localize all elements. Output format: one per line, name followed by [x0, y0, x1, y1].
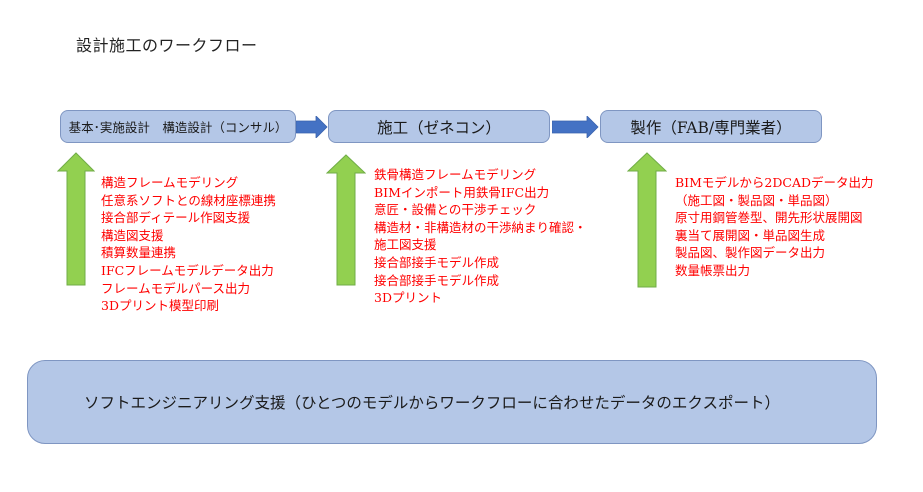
stage-box-design: 基本･実施設計 構造設計（コンサル）: [60, 110, 296, 143]
task-item: 3Dプリント模型印刷: [101, 298, 219, 314]
task-item: 構造図支援: [101, 227, 164, 243]
task-list-fabrication: BIMモデルから2DCADデータ出力 （施工図・製品図・単品図） 原寸用鋼管巻型…: [675, 174, 874, 280]
task-item: フレームモデルパース出力: [101, 280, 251, 296]
software-support-label: ソフトエンジニアリング支援（ひとつのモデルからワークフローに合わせたデータのエク…: [84, 394, 780, 412]
task-item: 鉄骨構造フレームモデリング: [374, 167, 537, 182]
task-item: 施工図支援: [374, 237, 437, 253]
right-arrow-icon: [296, 116, 328, 138]
task-list-design: 構造フレームモデリング 任意系ソフトとの線材座標連携 接合部ディテール作図支援 …: [101, 174, 276, 315]
task-list-construction: 鉄骨構造フレームモデリング BIMインポート用鉄骨IFC出力 意匠・設備との干渉…: [374, 166, 587, 307]
task-item: 3Dプリント: [374, 290, 442, 306]
task-item: 数量帳票出力: [675, 262, 751, 278]
up-arrow-icon: [57, 152, 95, 286]
stage-label-design: 基本･実施設計 構造設計（コンサル）: [68, 120, 288, 135]
stage-label-fabrication: 製作（FAB/専門業者）: [630, 118, 792, 137]
up-arrow-icon: [627, 152, 667, 288]
right-arrow-icon: [552, 116, 599, 138]
task-item: 構造材・非構造材の干渉納まり確認・: [374, 219, 587, 235]
task-item: 意匠・設備との干渉チェック: [374, 202, 537, 218]
task-item: 任意系ソフトとの線材座標連携: [101, 192, 276, 208]
task-item: 積算数量連携: [101, 245, 177, 261]
task-item: （施工図・製品図・単品図）: [675, 192, 838, 208]
task-item: 接合部接手モデル作成: [374, 272, 500, 288]
task-item: BIMインポート用鉄骨IFC出力: [374, 184, 550, 200]
task-item: 裏当て展開図・単品図生成: [675, 227, 826, 243]
diagram-title: 設計施工のワークフロー: [76, 36, 258, 55]
task-item: BIMモデルから2DCADデータ出力: [675, 175, 874, 190]
task-item: 原寸用鋼管巻型、開先形状展開図: [675, 210, 863, 226]
task-item: 構造フレームモデリング: [101, 175, 239, 190]
up-arrow-icon: [326, 154, 366, 286]
task-item: 接合部接手モデル作成: [374, 254, 500, 270]
task-item: 製品図、製作図データ出力: [675, 245, 826, 261]
stage-label-construction: 施工（ゼネコン）: [377, 118, 501, 137]
software-support-box: ソフトエンジニアリング支援（ひとつのモデルからワークフローに合わせたデータのエク…: [27, 360, 877, 444]
stage-box-construction: 施工（ゼネコン）: [328, 110, 550, 143]
task-item: IFCフレームモデルデータ出力: [101, 262, 274, 278]
task-item: 接合部ディテール作図支援: [101, 210, 251, 226]
stage-box-fabrication: 製作（FAB/専門業者）: [600, 110, 822, 143]
